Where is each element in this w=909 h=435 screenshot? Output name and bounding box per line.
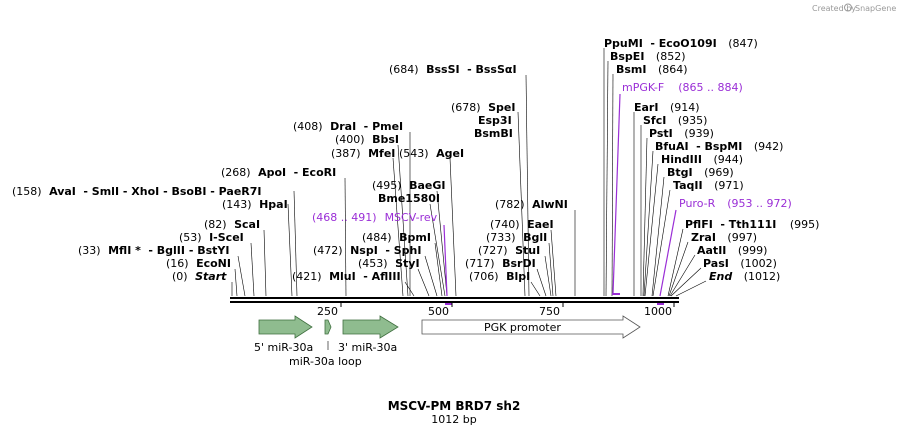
site-sfci[interactable]: SfcI (935) bbox=[643, 114, 707, 127]
site-mfli[interactable]: (33) MflI * - BglII - BstYI bbox=[78, 244, 229, 257]
map-title: MSCV-PM BRD7 sh2 bbox=[388, 399, 521, 413]
primer-mscv-rev-label[interactable]: (468 .. 491)MSCV-rev bbox=[312, 211, 438, 224]
feature-3-mir-30a-label: 3' miR-30a bbox=[338, 341, 397, 354]
primer-puro-r-mark bbox=[657, 303, 664, 305]
brand-text: SnapGene bbox=[855, 4, 896, 13]
site-scai[interactable]: (82) ScaI bbox=[204, 218, 260, 231]
site-btgi[interactable]: BtgI (969) bbox=[667, 166, 734, 179]
site-blpi[interactable]: (706) BlpI bbox=[469, 270, 530, 283]
site-bsrdi[interactable]: (717) BsrDI bbox=[465, 257, 536, 270]
site-pflfi[interactable]: PflFI - Tth111I (995) bbox=[685, 218, 819, 231]
site-econi[interactable]: (16) EcoNI bbox=[166, 257, 231, 270]
site-spei[interactable]: (678) SpeI bbox=[451, 101, 515, 114]
site-stui[interactable]: (727) StuI bbox=[478, 244, 540, 257]
feature-5-mir-30a-arrow[interactable] bbox=[258, 315, 313, 339]
site-psti[interactable]: PstI (939) bbox=[649, 127, 714, 140]
site-leader-lines bbox=[231, 48, 707, 297]
site-bpmi[interactable]: (484) BpmI bbox=[362, 231, 431, 244]
site-drai[interactable]: (408) DraI - PmeI bbox=[293, 120, 403, 133]
site-zrai[interactable]: ZraI (997) bbox=[691, 231, 757, 244]
feature-mir-30a-loop-label: miR-30a loop bbox=[289, 355, 362, 368]
site-bme1580i[interactable]: Bme1580I bbox=[378, 192, 440, 205]
site-hindiii[interactable]: HindIII (944) bbox=[661, 153, 743, 166]
site-end[interactable]: End (1012) bbox=[709, 270, 780, 283]
site-mfei[interactable]: (387) MfeI bbox=[331, 147, 395, 160]
site-avai[interactable]: (158) AvaI - SmlI - XhoI - BsoBI - PaeR7… bbox=[12, 185, 262, 198]
site-taqii[interactable]: TaqII (971) bbox=[673, 179, 744, 192]
feature-pgk-promoter-arrow[interactable] bbox=[421, 315, 641, 339]
site-styi[interactable]: (453) StyI bbox=[358, 257, 420, 270]
primer-mscv-rev-mark bbox=[445, 303, 452, 305]
primer-mpgk-f-mark bbox=[612, 293, 620, 295]
site-bbsi[interactable]: (400) BbsI bbox=[335, 133, 399, 146]
snapgene-logo-icon bbox=[844, 3, 852, 12]
site-mlui[interactable]: (421) MluI - AflIII bbox=[292, 270, 401, 283]
site-nspi[interactable]: (472) NspI - SphI bbox=[313, 244, 421, 257]
site-aatii[interactable]: AatII (999) bbox=[697, 244, 767, 257]
site-eaei[interactable]: (740) EaeI bbox=[490, 218, 554, 231]
primer-leader-lines bbox=[443, 93, 677, 297]
scale-tick-1000: 1000 bbox=[644, 305, 672, 318]
site-pasi[interactable]: PasI (1002) bbox=[703, 257, 777, 270]
scale-tick-250: 250 bbox=[317, 305, 338, 318]
site-agei[interactable]: (543) AgeI bbox=[399, 147, 464, 160]
site-i-scei[interactable]: (53) I-SceI bbox=[179, 231, 244, 244]
site-esp3i[interactable]: Esp3I bbox=[478, 114, 512, 127]
site-ppumi[interactable]: PpuMI - EcoO109I (847) bbox=[604, 37, 758, 50]
scale-tick-500: 500 bbox=[428, 305, 449, 318]
site-bfuai[interactable]: BfuAI - BspMI (942) bbox=[655, 140, 783, 153]
map-length: 1012 bp bbox=[431, 413, 476, 426]
site-bsmbi[interactable]: BsmBI bbox=[474, 127, 513, 140]
feature-mir-30a-loop-arrow[interactable] bbox=[324, 319, 332, 335]
credit-text: Created by bbox=[812, 4, 856, 13]
site-baegi[interactable]: (495) BaeGI bbox=[372, 179, 445, 192]
feature-3-mir-30a-arrow[interactable] bbox=[342, 315, 399, 339]
site-alwni[interactable]: (782) AlwNI bbox=[495, 198, 568, 211]
scale-tick-750: 750 bbox=[539, 305, 560, 318]
primer-puro-r-label[interactable]: Puro-R(953 .. 972) bbox=[679, 197, 792, 210]
scale-ticks bbox=[340, 302, 675, 307]
site-bsssi[interactable]: (684) BssSI - BssSαI bbox=[389, 63, 517, 76]
site-apoi[interactable]: (268) ApoI - EcoRI bbox=[221, 166, 336, 179]
site-bspei[interactable]: BspEI (852) bbox=[610, 50, 686, 63]
primer-mpgk-f-label[interactable]: mPGK-F(865 .. 884) bbox=[622, 81, 743, 94]
site-start[interactable]: (0) Start bbox=[172, 270, 227, 283]
site-bsmi[interactable]: BsmI (864) bbox=[616, 63, 688, 76]
feature-5-mir-30a-label: 5' miR-30a bbox=[254, 341, 313, 354]
feature-pgk-promoter-label: PGK promoter bbox=[484, 321, 561, 334]
site-hpai[interactable]: (143) HpaI bbox=[222, 198, 288, 211]
site-bgli[interactable]: (733) BglI bbox=[486, 231, 547, 244]
site-eari[interactable]: EarI (914) bbox=[634, 101, 700, 114]
